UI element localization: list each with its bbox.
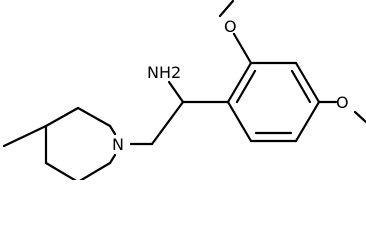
bond-ring-c2b-c3b	[79, 161, 112, 180]
bond-para-methyl	[353, 110, 366, 124]
bond-methyl	[2, 124, 48, 148]
bond-ring-n-c2b	[108, 153, 117, 165]
bond-aryl-c6-c1	[226, 100, 253, 143]
bond-ring-c4-c3a	[44, 106, 80, 128]
bond-ch2-ch	[150, 100, 185, 146]
bond-aryl-inner-c3-c4	[290, 69, 312, 104]
bond-aryl-c1-c2	[226, 61, 253, 104]
bond-aryl-c4-c5	[294, 100, 321, 143]
bond-ortho-methyl	[218, 0, 235, 18]
amine-label: NH2	[147, 63, 181, 82]
para-oxygen-label: O	[336, 93, 349, 112]
bond-aryl-inner-c1-c2	[235, 69, 257, 104]
bond-ring-c3b-c4	[44, 161, 77, 180]
piperidine-nitrogen-label: N	[112, 135, 124, 154]
bond-ring-c3a-c2a	[76, 106, 112, 128]
chemical-structure: NH2 N O O	[2, 0, 366, 180]
bond-ch-nh2	[167, 80, 185, 104]
bond-aryl-c3-c4	[294, 61, 321, 104]
ortho-oxygen-label: O	[224, 17, 237, 36]
bond-ortho-o	[232, 32, 253, 65]
bonds	[2, 0, 366, 180]
atom-labels: NH2 N O O	[112, 17, 349, 154]
bond-ring-c2a-n	[108, 124, 117, 136]
